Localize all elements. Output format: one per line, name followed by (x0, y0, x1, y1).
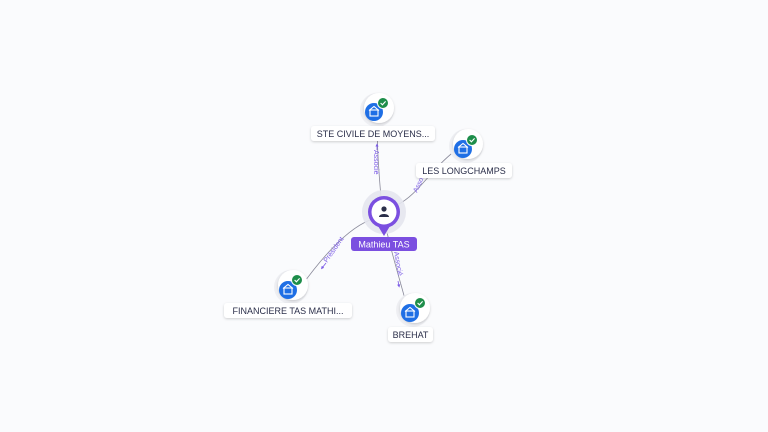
building-icon (404, 306, 416, 318)
company-label-stecivile: STE CIVILE DE MOYENS... (317, 129, 430, 139)
edge-label-stecivile: Associé (372, 150, 379, 175)
company-node-brehat[interactable]: BREHAT (388, 293, 433, 342)
company-label-brehat: BREHAT (393, 330, 429, 340)
company-node-longchamps[interactable]: LES LONGCHAMPS (416, 129, 512, 178)
building-icon (282, 283, 294, 295)
center-label-bg (351, 237, 417, 251)
verified-check-icon (291, 274, 303, 286)
center-label: Mathieu TAS (358, 240, 409, 250)
verified-check-icon (414, 297, 426, 309)
person-icon (379, 206, 389, 217)
company-label-financiere: FINANCIERE TAS MATHI... (232, 306, 343, 316)
building-icon (368, 105, 380, 117)
verified-check-icon (377, 97, 389, 109)
company-node-stecivile[interactable]: STE CIVILE DE MOYENS... (311, 93, 435, 141)
edge-label-financiere: Président (323, 236, 346, 264)
center-node[interactable]: Mathieu TAS (351, 190, 417, 251)
building-icon (457, 142, 469, 154)
edge-label-brehat: Associé (392, 251, 403, 276)
company-node-financiere[interactable]: FINANCIERE TAS MATHI... (224, 270, 352, 318)
company-label-longchamps: LES LONGCHAMPS (422, 166, 506, 176)
verified-check-icon (466, 134, 478, 146)
